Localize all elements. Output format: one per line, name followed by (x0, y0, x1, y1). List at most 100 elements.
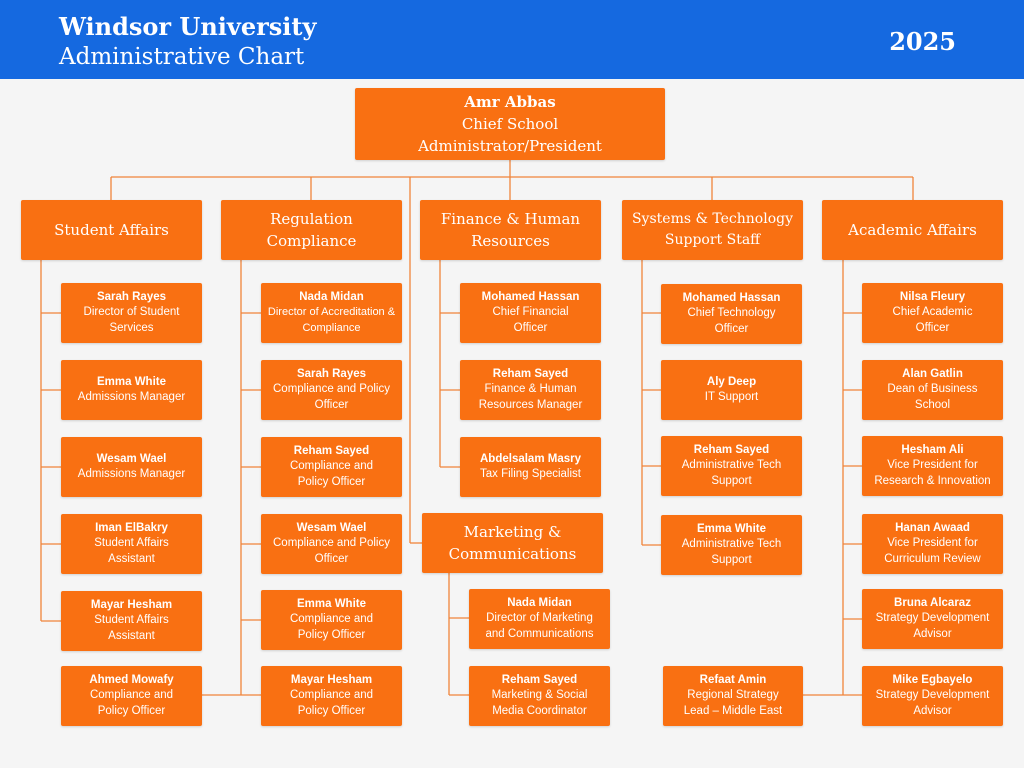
dept-label: Systems & Technology Support Staff (631, 211, 794, 248)
dept-label: Academic Affairs (848, 221, 977, 239)
dept-label: Marketing & Communications (448, 523, 577, 563)
staff-name: Reham Sayed (501, 674, 578, 686)
staff-card: Iman ElBakry Student Affairs Assistant (61, 514, 202, 574)
staff-card: Ahmed Mowafy Compliance and Policy Offic… (61, 666, 202, 726)
staff-card: Nada Midan Director of Marketing and Com… (469, 589, 610, 649)
header-banner: Windsor University Administrative Chart … (0, 0, 1024, 79)
staff-name: Hanan Awaad (895, 522, 970, 534)
staff-role: Compliance and Policy Officer (273, 537, 390, 565)
staff-role: Regional Strategy Lead – Middle East (683, 689, 783, 717)
staff-name: Mayar Hesham (290, 674, 373, 686)
staff-name: Reham Sayed (492, 368, 569, 380)
staff-role: Administrative Tech Support (681, 459, 782, 487)
staff-name: Ahmed Mowafy (89, 674, 174, 686)
staff-name: Emma White (696, 523, 766, 535)
staff-name: Mohamed Hassan (682, 292, 781, 304)
staff-card: Wesam Wael Admissions Manager (61, 437, 202, 497)
staff-card: Reham Sayed Compliance and Policy Office… (261, 437, 402, 497)
staff-role: Tax Filing Specialist (480, 467, 581, 480)
staff-role: Marketing & Social Media Coordinator (491, 689, 588, 717)
staff-name: Aly Deep (706, 375, 757, 388)
chart-subtitle: Administrative Chart (59, 44, 305, 70)
staff-card: Emma White Administrative Tech Support (661, 515, 802, 575)
staff-name: Mayar Hesham (90, 599, 173, 611)
chart-title: Windsor University (59, 12, 317, 41)
staff-card: Sarah Rayes Director of Student Services (61, 283, 202, 343)
staff-role: Admissions Manager (77, 467, 186, 480)
staff-name: Wesam Wael (296, 522, 367, 534)
staff-name: Emma White (296, 598, 366, 610)
dept-systems: Systems & Technology Support Staff (622, 200, 803, 260)
staff-role: Student Affairs Assistant (94, 614, 169, 642)
staff-name: Sarah Rayes (296, 368, 367, 380)
staff-card: Mayar Hesham Student Affairs Assistant (61, 591, 202, 651)
dept-regulation: Regulation Compliance (221, 200, 402, 260)
staff-name: Reham Sayed (293, 445, 370, 457)
staff-name: Mike Egbayelo (892, 674, 973, 686)
staff-card: Reham Sayed Administrative Tech Support (661, 436, 802, 496)
staff-card: Mohamed Hassan Chief Financial Officer (460, 283, 601, 343)
staff-card: Mohamed Hassan Chief Technology Officer (661, 284, 802, 344)
staff-role: IT Support (704, 390, 759, 403)
staff-name: Reham Sayed (693, 444, 770, 456)
staff-card: Bruna Alcaraz Strategy Development Advis… (862, 589, 1003, 649)
staff-card: Wesam Wael Compliance and Policy Officer (261, 514, 402, 574)
staff-card: Alan Gatlin Dean of Business School (862, 360, 1003, 420)
staff-card: Abdelsalam Masry Tax Filing Specialist (460, 437, 601, 497)
staff-role: Compliance and Policy Officer (89, 689, 174, 717)
staff-card: Nilsa Fleury Chief Academic Officer (862, 283, 1003, 343)
dept-finance: Finance & Human Resources (420, 200, 601, 260)
staff-role: Student Affairs Assistant (94, 537, 169, 565)
staff-name: Sarah Rayes (96, 291, 167, 303)
staff-card: Hanan Awaad Vice President for Curriculu… (862, 514, 1003, 574)
dept-student-affairs: Student Affairs (21, 200, 202, 260)
dept-academic: Academic Affairs (822, 200, 1003, 260)
staff-name: Iman ElBakry (95, 522, 168, 534)
staff-name: Abdelsalam Masry (480, 452, 581, 465)
staff-role: Finance & Human Resources Manager (478, 383, 583, 411)
staff-card: Reham Sayed Finance & Human Resources Ma… (460, 360, 601, 420)
staff-card: Mayar Hesham Compliance and Policy Offic… (261, 666, 402, 726)
president-name: Amr Abbas (464, 93, 556, 111)
staff-card: Refaat Amin Regional Strategy Lead – Mid… (663, 666, 803, 726)
staff-card: Sarah Rayes Compliance and Policy Office… (261, 360, 402, 420)
staff-card: Reham Sayed Marketing & Social Media Coo… (469, 666, 610, 726)
staff-card: Emma White Compliance and Policy Officer (261, 590, 402, 650)
staff-role: Vice President for Curriculum Review (884, 537, 981, 565)
staff-card: Emma White Admissions Manager (61, 360, 202, 420)
staff-role: Chief Technology Officer (687, 307, 776, 335)
president-box: Amr Abbas Chief School Administrator/Pre… (355, 88, 665, 160)
dept-label: Finance & Human Resources (440, 210, 581, 250)
dept-label: Student Affairs (54, 221, 169, 239)
staff-name: Emma White (96, 375, 166, 388)
staff-role: Compliance and Policy Officer (289, 613, 374, 641)
staff-name: Alan Gatlin (902, 368, 963, 380)
president-role: Chief School Administrator/President (418, 115, 602, 155)
dept-marketing: Marketing & Communications (422, 513, 603, 573)
staff-name: Hesham Ali (901, 444, 964, 456)
staff-name: Nada Midan (507, 597, 572, 609)
staff-name: Nada Midan (299, 291, 364, 303)
staff-name: Bruna Alcaraz (894, 597, 971, 609)
staff-role: Director of Marketing and Communications (485, 612, 594, 640)
staff-role: Director of Student Services (83, 306, 180, 334)
staff-role: Chief Academic Officer (892, 306, 973, 334)
staff-card: Nada Midan Director of Accreditation & C… (261, 283, 402, 343)
staff-role: Chief Financial Officer (492, 306, 569, 334)
staff-card: Hesham Ali Vice President for Research &… (862, 436, 1003, 496)
staff-role: Compliance and Policy Officer (289, 689, 374, 717)
staff-name: Mohamed Hassan (481, 291, 580, 303)
staff-role: Compliance and Policy Officer (273, 383, 390, 411)
staff-card: Mike Egbayelo Strategy Development Advis… (862, 666, 1003, 726)
staff-role: Administrative Tech Support (681, 538, 782, 566)
staff-role: Strategy Development Advisor (875, 689, 990, 717)
staff-name: Wesam Wael (96, 452, 167, 465)
dept-label: Regulation Compliance (266, 210, 357, 250)
staff-card: Aly Deep IT Support (661, 360, 802, 420)
staff-role: Admissions Manager (77, 390, 186, 403)
staff-role: Strategy Development Advisor (875, 612, 990, 640)
staff-role: Director of Accreditation & Compliance (267, 306, 396, 334)
chart-year: 2025 (889, 27, 956, 56)
staff-name: Refaat Amin (699, 674, 767, 686)
